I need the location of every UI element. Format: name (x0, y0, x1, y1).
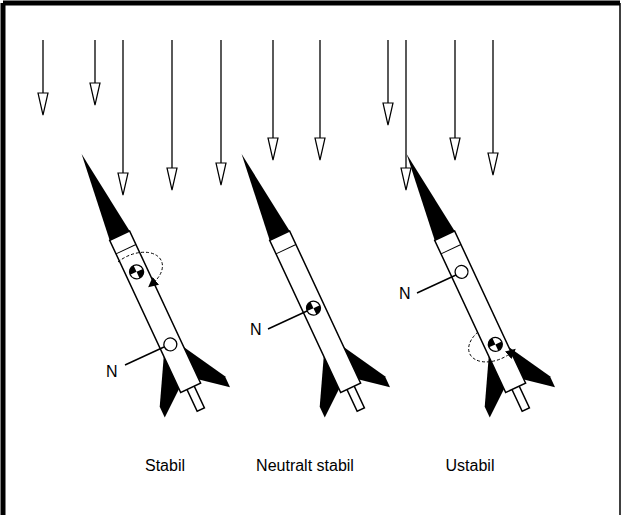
wind-arrow (220, 40, 221, 163)
force-label: N (399, 286, 411, 302)
arrow-head (488, 153, 498, 175)
arrow-head (315, 138, 325, 160)
arrow-head (167, 168, 177, 190)
wind-arrow (405, 40, 406, 168)
arrow-head (38, 93, 48, 115)
wind-arrow (492, 40, 493, 153)
arrow-head (216, 163, 226, 185)
arrow-head (90, 83, 100, 105)
wind-arrow (272, 40, 273, 138)
wind-arrow (171, 40, 172, 168)
wind-arrow (122, 40, 123, 173)
arrow-head (118, 173, 128, 195)
arrow-head (401, 168, 411, 190)
arrow-head (383, 103, 393, 125)
wind-arrow (42, 40, 43, 93)
wind-arrow (387, 40, 388, 103)
arrow-head (450, 138, 460, 160)
wind-arrow (319, 40, 320, 138)
caption-label: Ustabil (446, 458, 495, 474)
caption-label: Neutralt stabil (256, 458, 354, 474)
wind-arrow (454, 40, 455, 138)
wind-arrow (94, 40, 95, 83)
force-label: N (106, 364, 118, 380)
force-label: N (250, 322, 262, 338)
caption-label: Stabil (145, 458, 185, 474)
arrow-head (268, 138, 278, 160)
